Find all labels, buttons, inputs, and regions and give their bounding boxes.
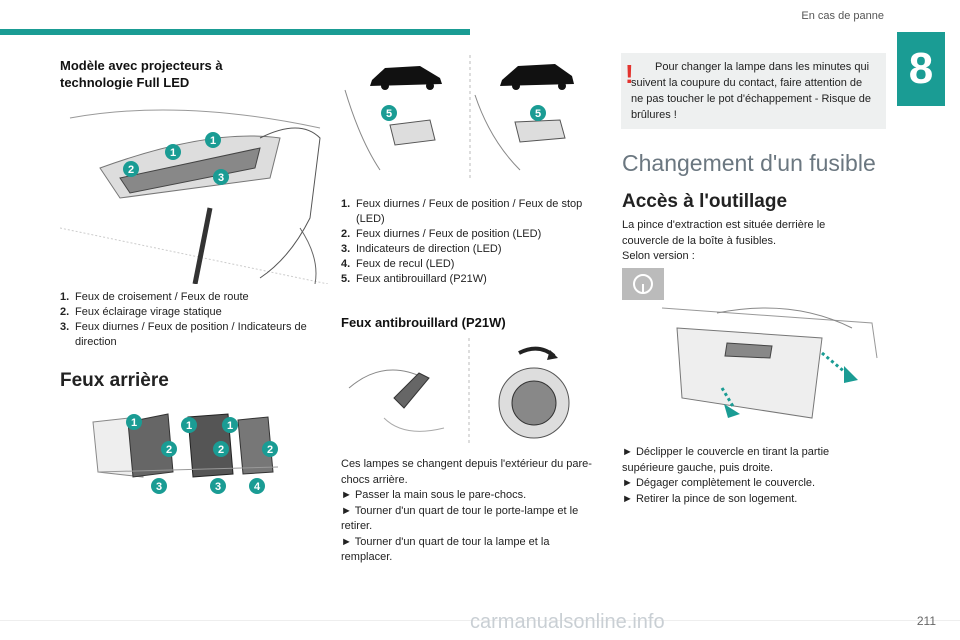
svg-text:1: 1 [170, 147, 176, 159]
badge-2: 2 [123, 161, 139, 177]
intro-version: Selon version : [622, 250, 695, 262]
svg-text:1: 1 [227, 420, 233, 432]
arrow-icon [720, 387, 736, 409]
warning-text: Pour changer la lampe dans les minutes q… [631, 61, 871, 121]
svg-text:4: 4 [254, 481, 261, 493]
svg-text:3: 3 [215, 481, 221, 493]
tools-heading: Accès à l'outillage [622, 191, 788, 212]
fog-lamp-instructions: Ces lampes se changent depuis l'extérieu… [341, 457, 596, 566]
rear-lamps-heading: Feux arrière [60, 370, 169, 391]
list-item: 3.Indicateurs de direction (LED) [341, 243, 502, 255]
page-number: 211 [916, 614, 936, 628]
car-icon [370, 66, 442, 90]
badge-1b: 1 [205, 132, 221, 148]
list-item: 2.Feux diurnes / Feux de position (LED) [341, 228, 542, 240]
list-item: 3.Feux diurnes / Feux de position / Indi… [60, 321, 307, 348]
footer-divider [0, 620, 960, 621]
badge-5a: 5 [381, 105, 397, 121]
badge-r2a: 2 [161, 441, 177, 457]
fog-lamp-location-illustration: 5 5 [344, 55, 574, 178]
badge-r1c: 1 [222, 417, 238, 433]
fog-bulb-replacement-illustration [348, 338, 570, 446]
rear-lamp-list: 1.Feux diurnes / Feux de position / Feux… [341, 197, 591, 287]
fuse-cover-steps: ► Déclipper le couvercle en tirant la pa… [622, 445, 872, 507]
warning-icon: ! [625, 59, 634, 89]
svg-text:3: 3 [156, 481, 162, 493]
list-item: 2.Feux éclairage virage statique [60, 306, 222, 318]
badge-r2c: 2 [262, 441, 278, 457]
warning-box: ! Pour changer la lampe dans les minutes… [621, 53, 886, 129]
badge-r2b: 2 [213, 441, 229, 457]
badge-5b: 5 [530, 105, 546, 121]
section-title: En cas de panne [801, 10, 884, 22]
svg-text:1: 1 [186, 420, 192, 432]
watermark: carmanualsonline.info [470, 611, 665, 633]
list-item: 1.Feux diurnes / Feux de position / Feux… [341, 198, 583, 225]
front-lamp-list: 1.Feux de croisement / Feux de route 2.F… [60, 290, 325, 350]
badge-3: 3 [213, 169, 229, 185]
instruction-step: ► Passer la main sous le pare-chocs. [341, 489, 527, 501]
list-item: 1.Feux de croisement / Feux de route [60, 291, 249, 303]
fuse-heading: Changement d'un fusible [622, 150, 876, 176]
badge-r4: 4 [249, 478, 265, 494]
fog-lamp-heading: Feux antibrouillard (P21W) [341, 315, 506, 330]
svg-text:1: 1 [210, 135, 216, 147]
svg-text:3: 3 [218, 172, 224, 184]
chapter-number: 8 [897, 32, 945, 106]
tools-intro: La pince d'extraction est située derrièr… [622, 218, 872, 265]
badge-1a: 1 [165, 144, 181, 160]
front-headlamp-illustration: 1 1 2 3 [60, 98, 328, 284]
svg-text:2: 2 [218, 444, 224, 456]
list-item: 5.Feux antibrouillard (P21W) [341, 273, 487, 285]
instruction-step: ► Retirer la pince de son logement. [622, 492, 798, 505]
suv-icon [500, 64, 574, 90]
instruction-step: ► Tourner d'un quart de tour la lampe et… [341, 535, 550, 564]
instruction-step: ► Tourner d'un quart de tour le porte-la… [341, 504, 579, 533]
fuse-box-cover-illustration [622, 268, 886, 434]
svg-text:1: 1 [131, 417, 137, 429]
led-heading: Modèle avec projecteurs à technologie Fu… [60, 58, 223, 90]
rear-lamps-illustration: 1 1 1 2 2 2 3 3 4 [92, 413, 279, 494]
header-accent-bar [0, 29, 470, 35]
badge-r3b: 3 [210, 478, 226, 494]
badge-r1b: 1 [181, 417, 197, 433]
instruction-text: Ces lampes se changent depuis l'extérieu… [341, 458, 592, 486]
instruction-step: ► Déclipper le couvercle en tirant la pa… [622, 446, 830, 474]
svg-text:5: 5 [386, 108, 392, 120]
list-item: 4.Feux de recul (LED) [341, 258, 455, 270]
badge-r1a: 1 [126, 414, 142, 430]
badge-r3a: 3 [151, 478, 167, 494]
svg-text:2: 2 [128, 164, 134, 176]
intro-text: La pince d'extraction est située derrièr… [622, 219, 826, 247]
svg-text:2: 2 [166, 444, 172, 456]
svg-text:2: 2 [267, 444, 273, 456]
instruction-step: ► Dégager complètement le couvercle. [622, 477, 816, 489]
svg-text:5: 5 [535, 108, 541, 120]
